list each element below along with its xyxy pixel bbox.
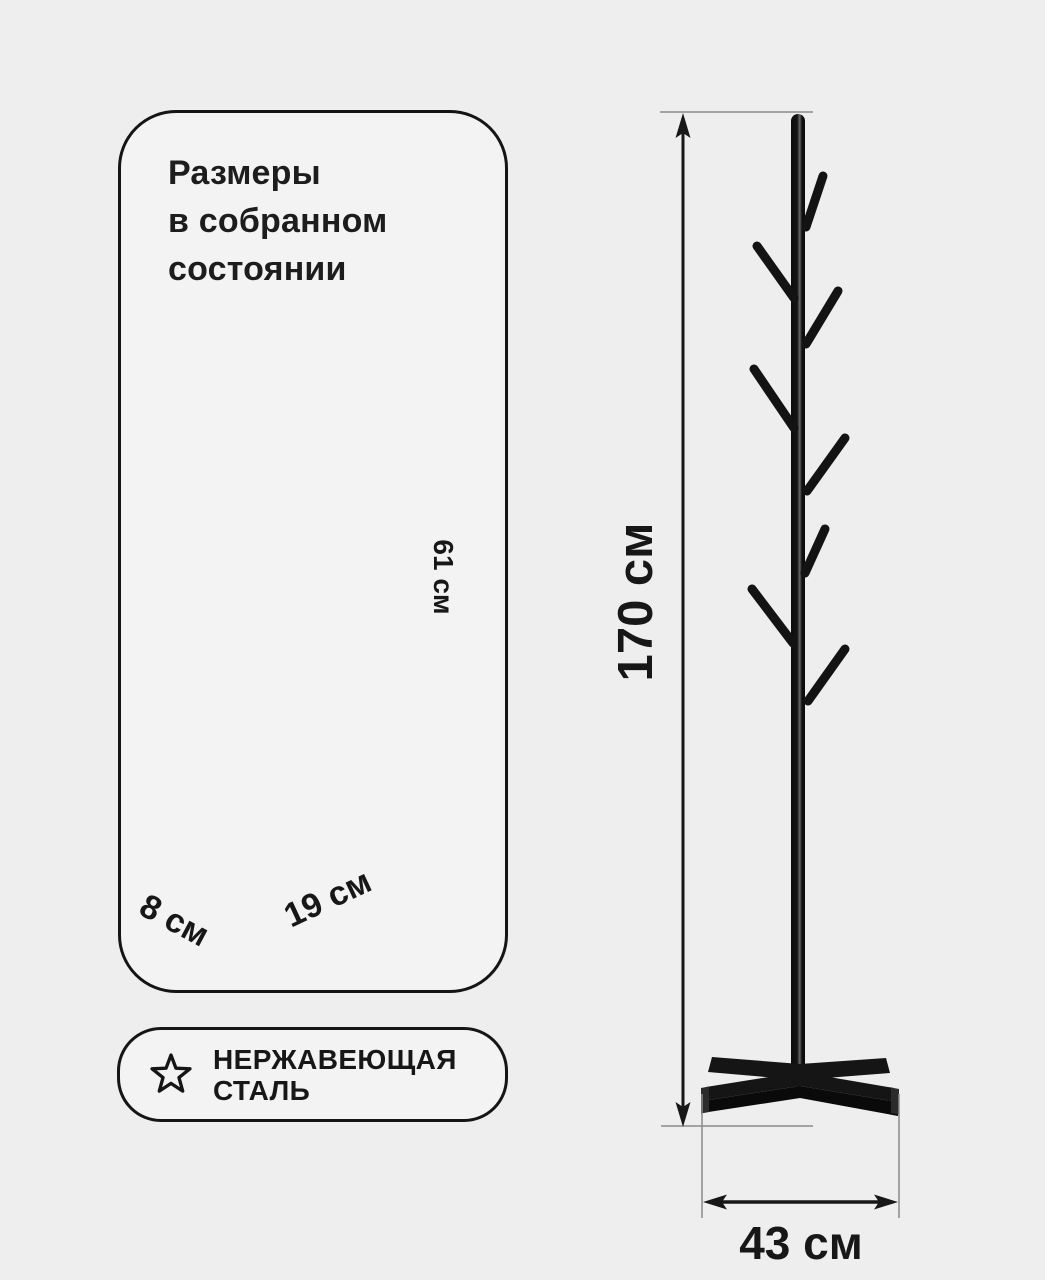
coat-rack-illustration (701, 114, 899, 1116)
material-card: НЕРЖАВЕЮЩАЯ СТАЛЬ (117, 1027, 508, 1122)
rack-base-dimension (701, 1094, 900, 1218)
rack-base-width-label: 43 см (739, 1217, 863, 1269)
rack-hooks (747, 171, 850, 706)
rack-cross-base (701, 1057, 899, 1116)
rack-height-dimension (660, 111, 813, 1127)
dimensions-card-title: Размеры в собранном состоянии (168, 154, 388, 288)
rack-height-label: 170 см (609, 522, 663, 682)
dimensions-card: Размеры в собранном состоянии (118, 110, 508, 993)
star-icon (150, 1052, 192, 1093)
rack-pole (791, 114, 805, 1087)
material-label: НЕРЖАВЕЮЩАЯ СТАЛЬ (213, 1043, 457, 1106)
box-height-label: 61 см (428, 539, 459, 615)
